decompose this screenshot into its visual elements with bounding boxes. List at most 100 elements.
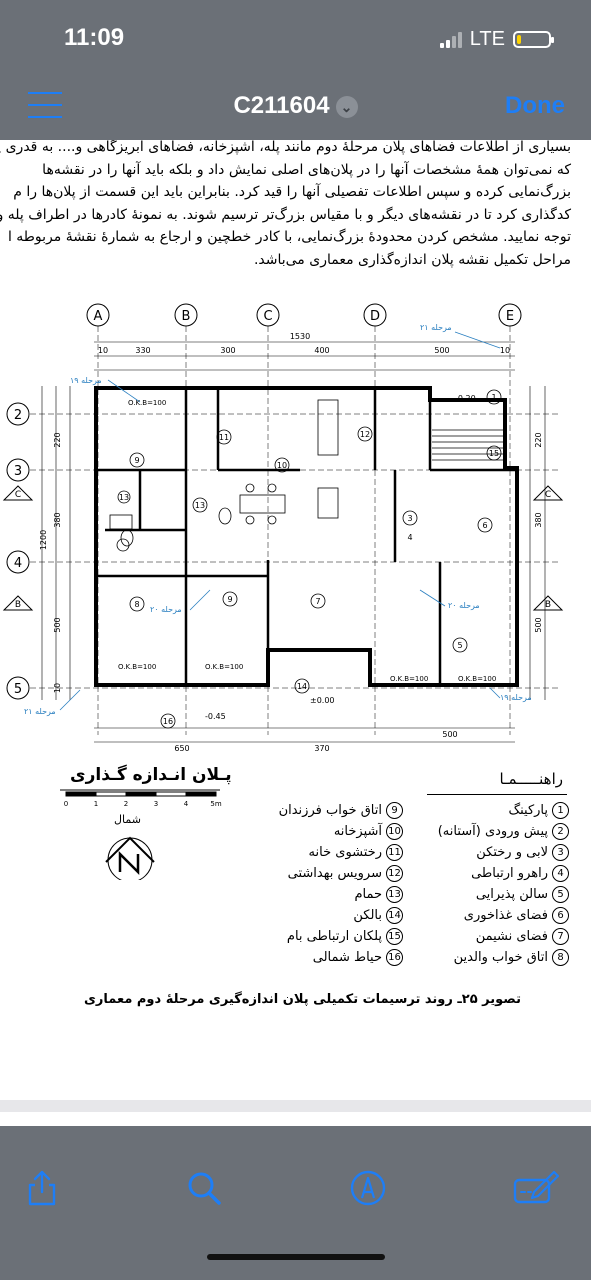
- carrier-label: LTE: [469, 28, 505, 50]
- svg-text:12: 12: [360, 430, 370, 439]
- stage-label: مرحله ۱۹: [500, 693, 532, 702]
- svg-text:9: 9: [227, 595, 232, 604]
- svg-text:O.K.B=100: O.K.B=100: [205, 663, 243, 671]
- search-icon[interactable]: [184, 1168, 224, 1208]
- page-gap: [0, 1112, 591, 1130]
- stage-label: مرحله ۱۹: [70, 376, 102, 385]
- overall-dimension: 1530: [290, 332, 310, 341]
- svg-text:6: 6: [482, 521, 487, 530]
- scale-bar: 0 1 2 3 4 5m: [60, 789, 222, 808]
- svg-text:7: 7: [315, 597, 320, 606]
- north-label: شمال: [114, 813, 141, 826]
- paragraph-line: بزرگ‌نمایی کرده و سپس اطلاعات تفصیلی آنه…: [13, 184, 571, 200]
- svg-text:3: 3: [154, 800, 158, 808]
- svg-text:1: 1: [94, 800, 98, 808]
- svg-text:O.K.B=100: O.K.B=100: [458, 675, 496, 683]
- dimension: 10: [98, 346, 108, 355]
- svg-text:O.K.B=100: O.K.B=100: [390, 675, 428, 683]
- north-arrow-icon: [105, 836, 155, 880]
- svg-text:O.K.B=100: O.K.B=100: [118, 663, 156, 671]
- paragraph-line: که نمی‌توان همهٔ مشخصات آنها را در پلان‌…: [42, 161, 571, 178]
- dimension: 380: [53, 512, 62, 527]
- grid-letter: E: [506, 309, 514, 324]
- stage-label: مرحله ۲۰: [448, 601, 480, 610]
- floor-plan-drawing: A B C D E 2 3 4 5 C B C: [2, 303, 564, 753]
- grid-number: 5: [14, 682, 22, 697]
- dimension: 10: [500, 346, 510, 355]
- dimension: 220: [534, 432, 543, 447]
- legend-underline: [427, 794, 567, 795]
- grid-number: 2: [14, 408, 22, 423]
- section-mark: B: [15, 600, 21, 610]
- svg-text:13: 13: [119, 493, 129, 502]
- dimension: 300: [220, 346, 235, 355]
- stage-label: مرحله ۲۱: [420, 323, 452, 332]
- grid-number: 4: [14, 556, 22, 571]
- svg-text:16: 16: [163, 717, 173, 726]
- top-bar: 11:09 LTE C211604⌄ Done: [0, 0, 591, 140]
- dimension: 500: [442, 730, 457, 739]
- svg-text:14: 14: [297, 682, 307, 691]
- home-indicator[interactable]: [207, 1254, 385, 1260]
- document-title: C211604: [233, 92, 330, 119]
- dimension: 330: [135, 346, 150, 355]
- dimension: 500: [534, 617, 543, 632]
- svg-text:5m: 5m: [210, 800, 221, 808]
- page-divider: [0, 1100, 591, 1112]
- svg-text:3: 3: [407, 514, 412, 523]
- plan-title: پـلان انـدازه گـذاری: [70, 765, 232, 785]
- paragraph-line: بسیاری از اطلاعات فضاهای پلان مرحلهٔ دوم…: [0, 140, 571, 155]
- edit-icon[interactable]: [512, 1168, 560, 1208]
- svg-text:-0.20: -0.20: [455, 394, 476, 403]
- svg-text:8: 8: [134, 600, 139, 609]
- paragraph-line: کدگذاری کرد تا در نقشه‌های دیگر و با مقی…: [0, 206, 571, 223]
- dimension: 220: [53, 432, 62, 447]
- dimension: 500: [53, 617, 62, 632]
- svg-text:0: 0: [64, 800, 68, 808]
- paragraph-line: توجه نمایید. مشخص کردن محدودهٔ بزرگ‌نمای…: [7, 229, 571, 245]
- signal-icon: [439, 31, 462, 48]
- body-paragraph: بسیاری از اطلاعات فضاهای پلان مرحلهٔ دوم…: [0, 140, 571, 271]
- stage-label: مرحله ۲۰: [150, 605, 182, 614]
- stage-label: مرحله ۲۱: [24, 707, 56, 716]
- svg-text:15: 15: [489, 449, 499, 458]
- grid-letter: C: [263, 309, 272, 324]
- share-icon[interactable]: [22, 1168, 62, 1208]
- svg-text:±0.00: ±0.00: [310, 696, 335, 705]
- done-button[interactable]: Done: [505, 92, 565, 119]
- status-time: 11:09: [64, 24, 125, 51]
- list-icon[interactable]: [28, 92, 62, 118]
- svg-text:4: 4: [407, 533, 412, 542]
- document-page[interactable]: بسیاری از اطلاعات فضاهای پلان مرحلهٔ دوم…: [0, 140, 591, 1100]
- grid-letter: B: [182, 309, 191, 324]
- chevron-down-icon[interactable]: ⌄: [335, 95, 358, 118]
- svg-text:2: 2: [124, 800, 128, 808]
- dimension: 500: [434, 346, 449, 355]
- dimension: 370: [314, 744, 329, 753]
- section-mark: C: [15, 490, 21, 500]
- paragraph-line: مراحل تکمیل نقشه پلان اندازه‌گذاری معمار…: [253, 251, 571, 268]
- dimension: 1200: [39, 530, 48, 550]
- document-title-button[interactable]: C211604⌄: [0, 92, 591, 120]
- section-mark: B: [545, 600, 551, 610]
- svg-text:13: 13: [195, 501, 205, 510]
- grid-letter: A: [94, 309, 103, 324]
- markup-icon[interactable]: [348, 1168, 388, 1208]
- grid-letter: D: [370, 309, 380, 324]
- grid-number: 3: [14, 464, 22, 479]
- svg-text:5: 5: [457, 641, 462, 650]
